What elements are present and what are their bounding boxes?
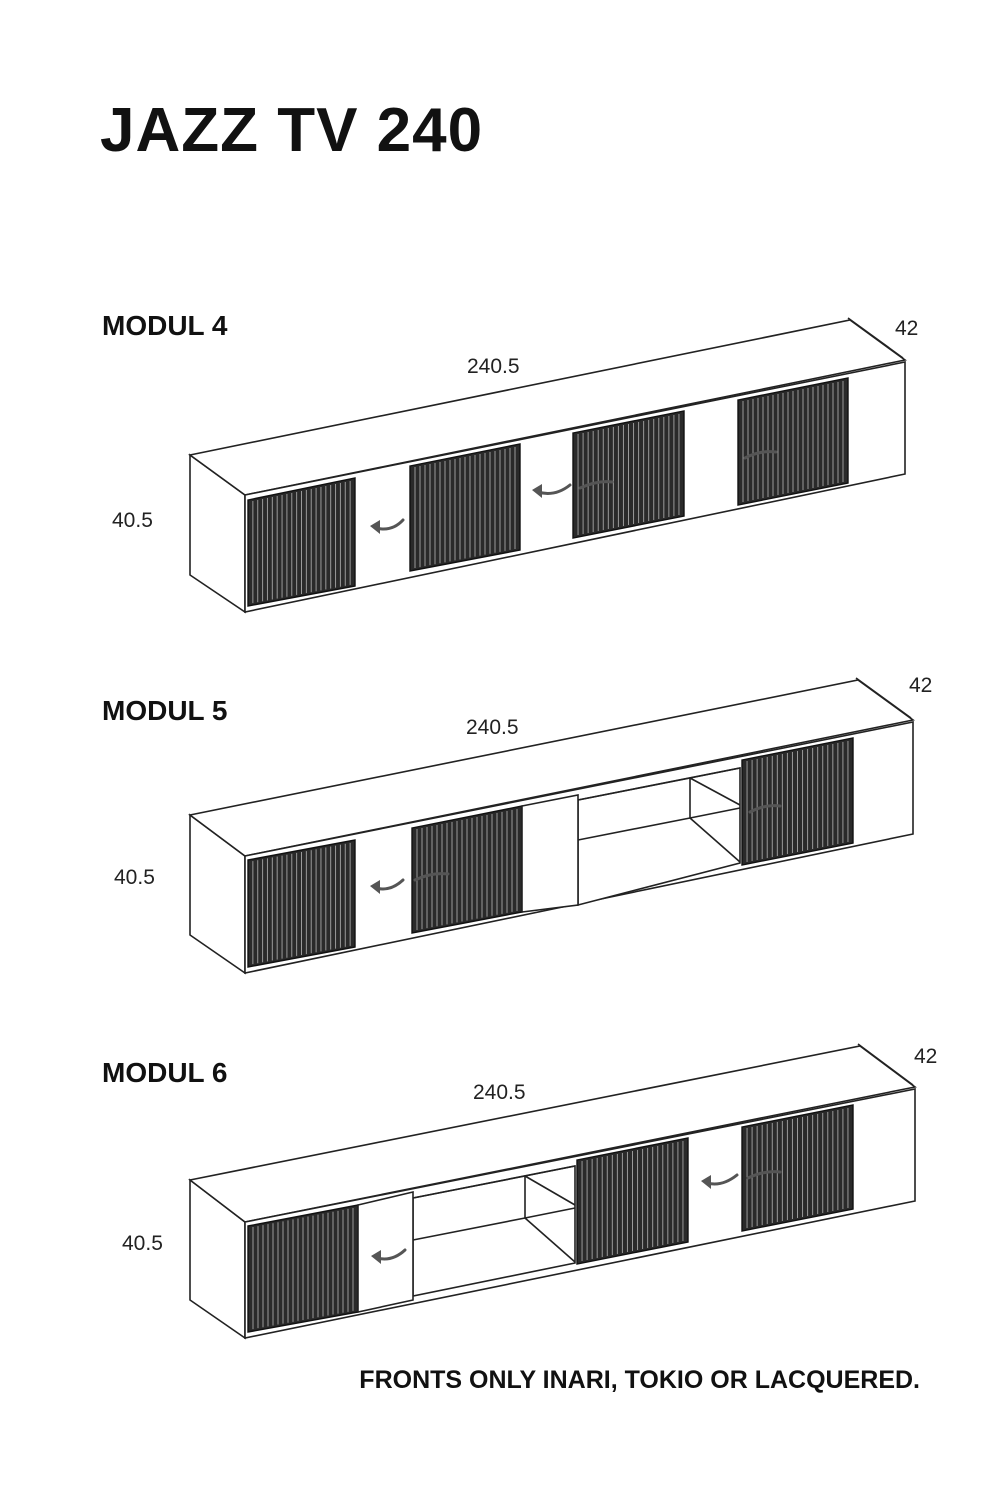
slide-arrow-icon (746, 1170, 782, 1180)
slide-arrow-icon (748, 804, 782, 814)
slide-arrow-icon (743, 450, 778, 460)
slide-arrow-icon (578, 480, 614, 490)
slatted-door (247, 477, 356, 607)
slatted-door (576, 1137, 689, 1265)
cabinet-drawing (188, 317, 907, 614)
cabinet-top (188, 679, 915, 857)
module-label: MODUL 4 (102, 310, 228, 341)
slatted-door (737, 377, 849, 506)
fronts-note: FRONTS ONLY INARI, TOKIO OR LACQUERED. (359, 1366, 920, 1394)
slatted-door (572, 410, 685, 539)
height-dimension: 40.5 (112, 509, 153, 532)
depth-dimension: 42 (895, 317, 919, 340)
slatted-door (409, 443, 521, 572)
slatted-door (741, 1104, 854, 1232)
page-title: JAZZ TV 240 (100, 96, 484, 165)
cabinet-drawing (188, 1043, 917, 1340)
height-dimension: 40.5 (122, 1232, 163, 1255)
cabinet-top (188, 319, 907, 496)
slatted-door (247, 1204, 359, 1333)
height-dimension: 40.5 (114, 866, 155, 889)
slide-arrow-icon (413, 872, 450, 882)
width-dimension: 240.5 (467, 355, 520, 378)
slatted-door (741, 737, 854, 866)
width-dimension: 240.5 (473, 1081, 526, 1104)
cabinet-top (188, 1045, 917, 1223)
slatted-door (247, 839, 356, 968)
slatted-door (411, 805, 523, 934)
module-label: MODUL 5 (102, 695, 228, 726)
width-dimension: 240.5 (466, 716, 519, 739)
depth-dimension: 42 (909, 674, 933, 697)
depth-dimension: 42 (914, 1045, 938, 1068)
cabinet-drawing (188, 677, 915, 975)
module-label: MODUL 6 (102, 1057, 228, 1088)
